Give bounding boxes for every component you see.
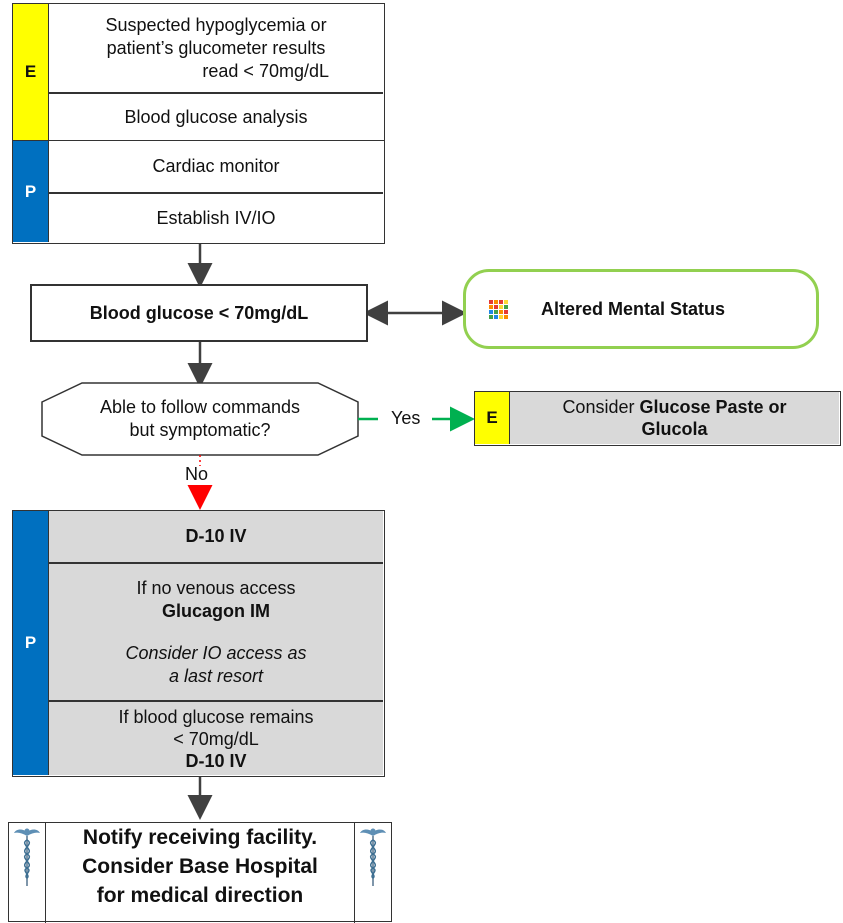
establish-iv-io-step: Establish IV/IO [156,207,276,228]
emt-assessment-block: E Suspected hypoglycemia or patient’s gl… [12,3,385,142]
glucagon-step: If no venous access Glucagon IM Consider… [49,564,383,700]
emt-tag-paste: E [475,392,510,444]
suspected-hypoglycemia-step: Suspected hypoglycemia or patient’s gluc… [105,14,329,81]
repeat-d10-step: If blood glucose remains < 70mg/dL D-10 … [49,702,383,775]
glucose-paste-step: Consider Glucose Paste or Glucola [510,392,839,444]
no-label: No [185,464,209,484]
yes-label: Yes [391,408,421,428]
caduceus-icon [14,828,40,886]
paramedic-monitor-block: P Cardiac monitor Establish IV/IO [12,140,385,244]
ams-label: Altered Mental Status [541,298,726,319]
emt-tag: E [13,4,49,140]
decision-text: Able to follow commands but symptomatic? [99,397,301,440]
notify-facility-box: Notify receiving facility. Consider Base… [8,822,392,923]
paramedic-treatment-block: P D-10 IV If no venous access Glucagon I… [12,510,385,777]
cardiac-monitor-step: Cardiac monitor [152,156,280,176]
caduceus-icon [360,828,386,886]
blood-glucose-box: Blood glucose < 70mg/dL [30,284,368,342]
grid-mosaic-icon [489,299,508,319]
glucose-paste-box: E Consider Glucose Paste or Glucola [474,391,841,446]
altered-mental-status-link[interactable]: Altered Mental Status [463,269,819,349]
decision-hexagon [41,382,359,456]
right-icon-panel [354,823,391,923]
d10-iv-step: D-10 IV [49,511,383,562]
blood-glucose-analysis-step: Blood glucose analysis [124,106,308,127]
left-icon-panel [9,823,46,923]
notify-text: Notify receiving facility. Consider Base… [82,826,318,907]
paramedic-tag-treatment: P [13,511,49,775]
paramedic-tag: P [13,141,49,242]
